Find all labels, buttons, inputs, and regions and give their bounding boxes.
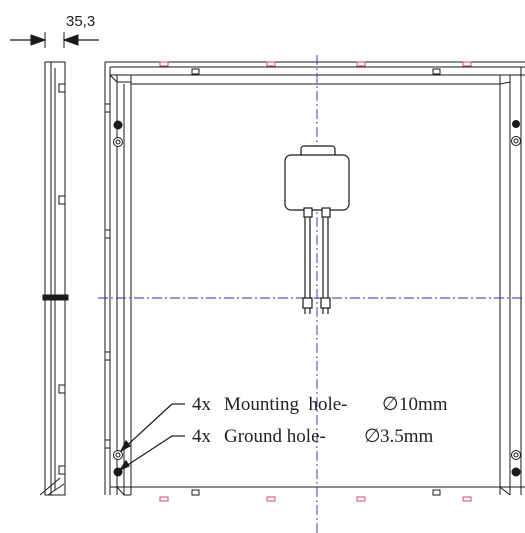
top-marker <box>159 61 169 67</box>
side-clip <box>58 195 66 205</box>
ground-hole <box>512 120 520 128</box>
callout-label: Mounting hole- <box>224 394 348 415</box>
cable-gland-right <box>321 207 331 218</box>
panel-corner-top-left <box>109 74 132 84</box>
panel-view <box>104 61 525 496</box>
frame-slot <box>104 103 111 113</box>
top-marker <box>462 61 472 67</box>
side-center-band <box>42 294 69 301</box>
panel-corner-bottom-right <box>499 486 511 496</box>
junction-box-body <box>284 154 350 211</box>
top-marker <box>266 61 276 67</box>
junction-box <box>284 145 350 314</box>
centerlines <box>98 55 525 533</box>
side-leader <box>47 483 65 496</box>
ground-hole-arrowhead <box>118 459 130 472</box>
diameter-symbol: ∅ <box>364 425 381 447</box>
bottom-marker <box>356 496 366 502</box>
connector-left <box>302 297 313 309</box>
callout-ground-hole: 4x Ground hole- ∅ 3.5mm <box>192 425 434 447</box>
dimension-arrowhead-left <box>30 34 47 46</box>
panel-corner-bottom-left <box>116 486 131 496</box>
top-marker <box>356 61 366 67</box>
ground-hole <box>511 467 521 477</box>
top-slot <box>191 68 200 75</box>
frame-slot <box>104 351 111 361</box>
ground-hole <box>113 120 123 130</box>
dimension-label: 35,3 <box>66 13 95 30</box>
dimension-arrowhead-right <box>62 34 79 46</box>
side-view <box>10 32 99 496</box>
callout-size: 3.5mm <box>380 426 434 447</box>
mounting-hole-inner <box>513 452 519 458</box>
side-clip <box>58 83 66 93</box>
callout-size: 10mm <box>399 394 448 415</box>
mounting-hole-arrowhead <box>119 439 131 453</box>
side-frame-outer <box>44 61 66 496</box>
cable-gland-left <box>303 207 313 218</box>
mounting-hole-inner <box>513 138 519 144</box>
top-slot <box>432 68 441 75</box>
callout-label: Ground hole- <box>224 426 326 447</box>
side-clip <box>58 465 66 475</box>
callout-leaders <box>118 403 185 472</box>
bottom-slot <box>191 489 200 496</box>
connector-right <box>320 297 331 309</box>
holes <box>113 120 521 477</box>
side-clip <box>58 384 66 394</box>
side-leader <box>39 477 61 496</box>
bottom-slot <box>432 489 441 496</box>
frame-markers <box>159 61 472 502</box>
bottom-marker <box>159 496 169 502</box>
callout-mounting-hole: 4x Mounting hole- ∅ 10mm <box>192 393 448 415</box>
frame-slot <box>104 229 111 239</box>
frame-slot <box>104 439 111 449</box>
mounting-hole-inner <box>115 452 121 458</box>
bottom-marker <box>266 496 276 502</box>
mounting-hole-leader-diag <box>120 403 173 452</box>
bottom-marker <box>462 496 472 502</box>
panel-corner-top-right <box>499 75 511 85</box>
diameter-symbol: ∅ <box>382 393 399 415</box>
mounting-hole-inner <box>115 139 121 145</box>
callout-count: 4x <box>192 426 212 447</box>
callout-count: 4x <box>192 394 212 415</box>
